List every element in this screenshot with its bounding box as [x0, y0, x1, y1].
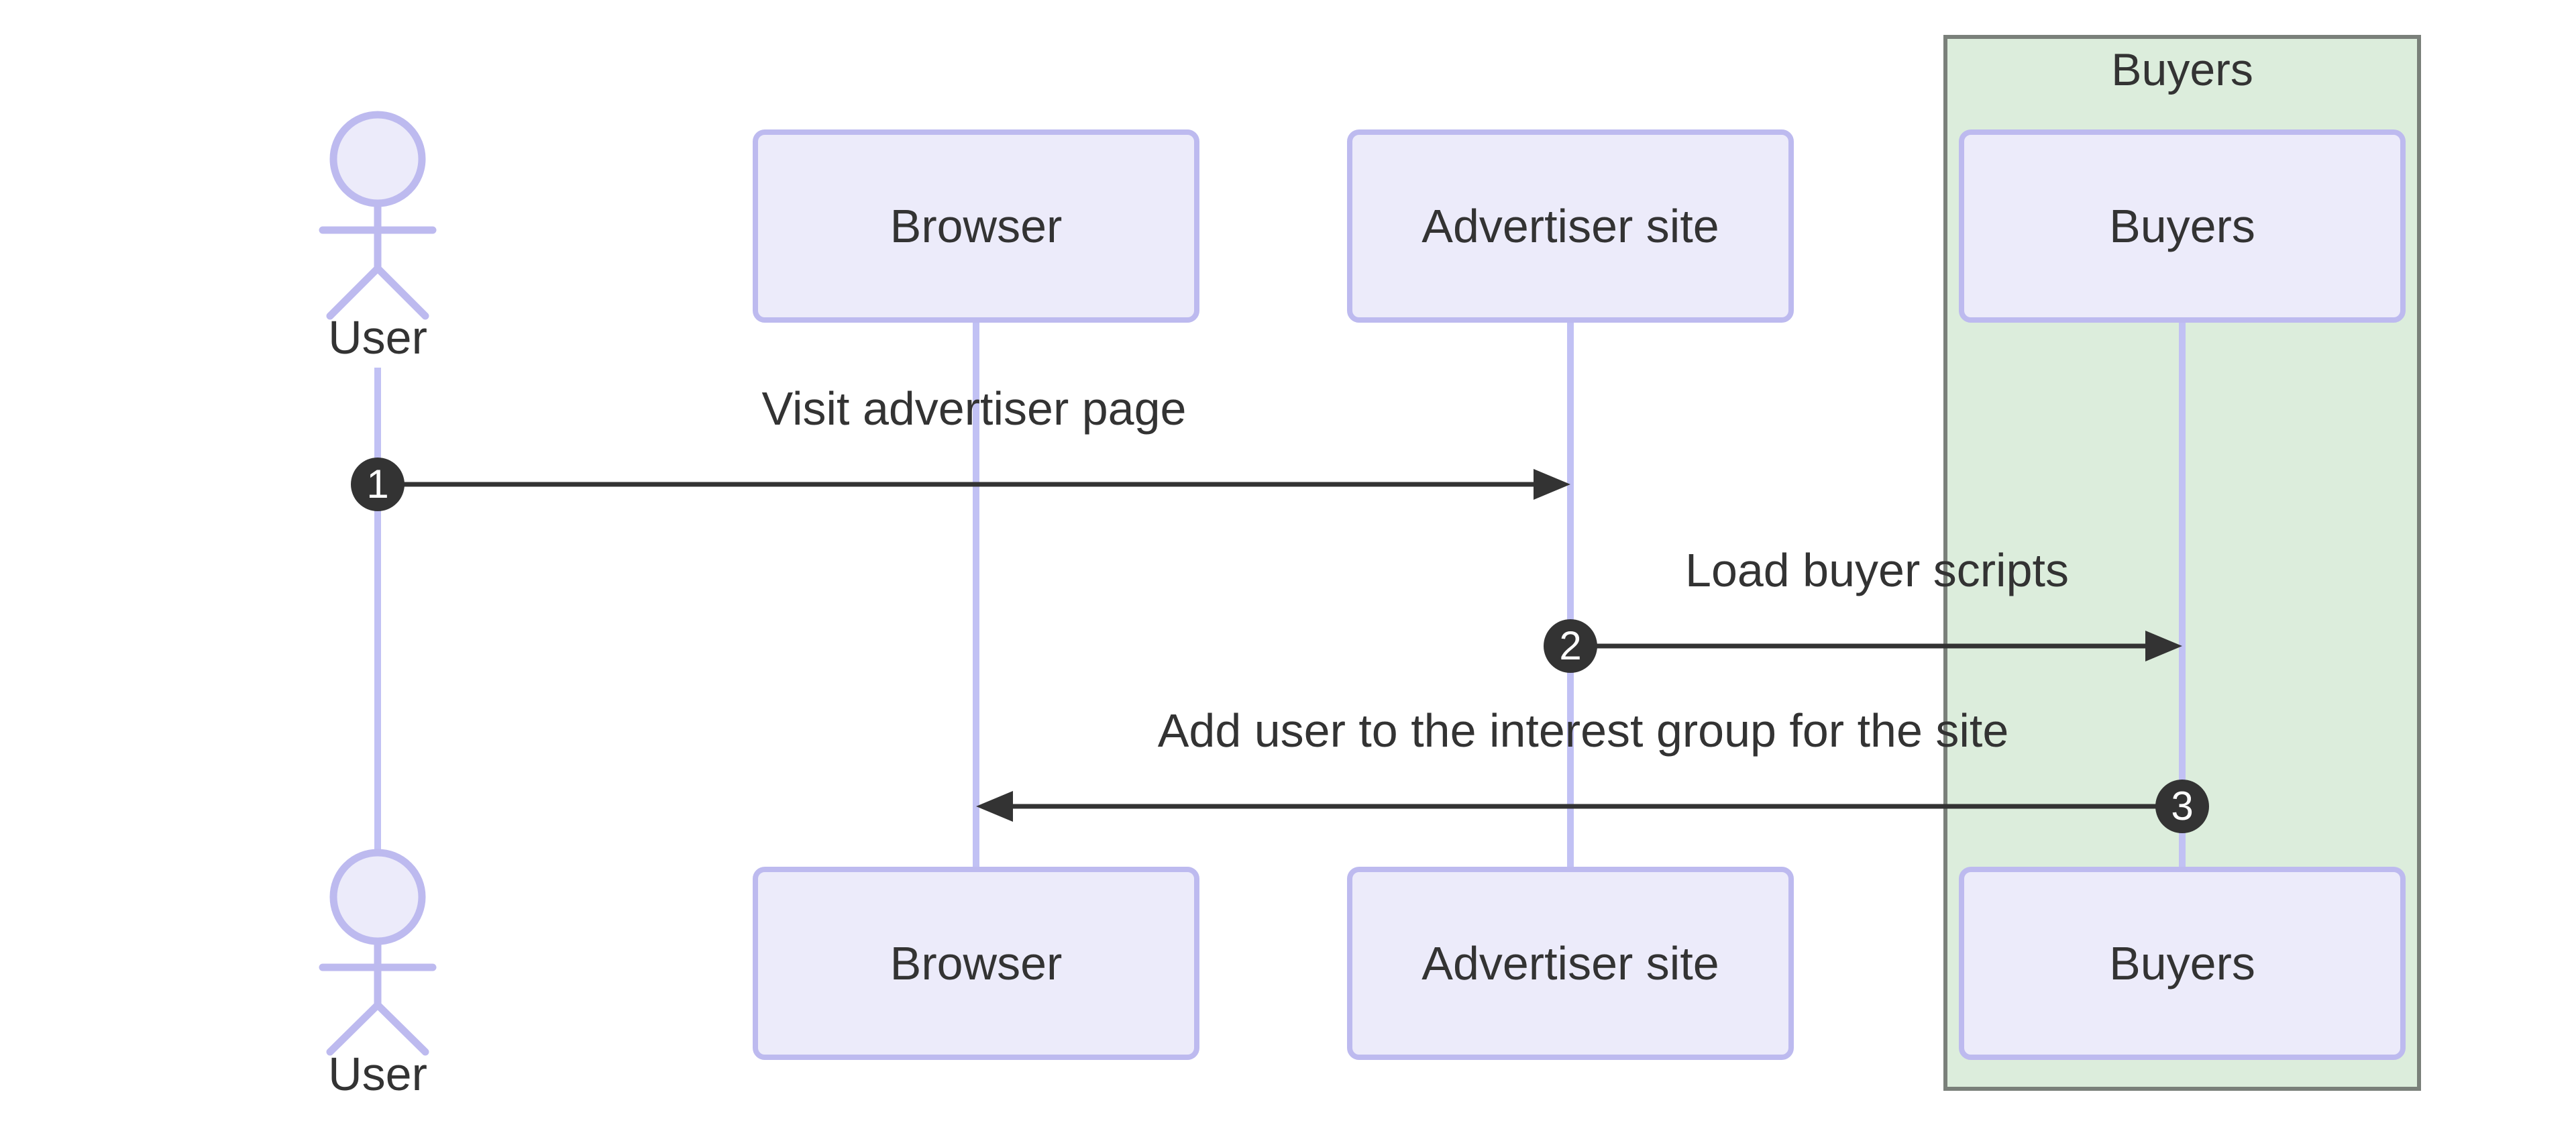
message-number: 3	[2171, 784, 2194, 828]
actor-leg-right	[374, 264, 429, 320]
participant-box-buyers-top: Buyers	[1959, 129, 2406, 323]
participant-label: Advertiser site	[1421, 937, 1719, 990]
participant-label: Buyers	[2109, 937, 2255, 990]
arrow-head-right	[1534, 469, 1570, 500]
participant-box-advertiser-site-bottom: Advertiser site	[1347, 867, 1794, 1060]
participant-box-browser-top: Browser	[753, 129, 1199, 323]
actor-leg-left	[326, 1001, 382, 1056]
message-arrow-1	[378, 469, 1570, 500]
arrow-head-right	[2145, 631, 2182, 661]
message-number-badge-3: 3	[2155, 780, 2209, 833]
participant-box-browser-bottom: Browser	[753, 867, 1199, 1060]
buyers-group-title: Buyers	[2111, 44, 2253, 95]
actor-leg-left	[326, 264, 382, 320]
participant-label: Buyers	[2109, 200, 2255, 252]
arrow-head-left	[976, 791, 1013, 822]
participant-label: Advertiser site	[1421, 200, 1719, 252]
actor-figure-user-top	[319, 111, 437, 320]
participant-label: Browser	[890, 937, 1063, 990]
message-number: 2	[1559, 623, 1582, 668]
actor-label-user-bottom: User	[328, 1048, 427, 1100]
actor-label-user-top: User	[328, 311, 427, 364]
message-label-2: Load buyer scripts	[1685, 544, 2069, 596]
actor-head	[329, 111, 426, 207]
message-label-3: Add user to the interest group for the s…	[1157, 704, 2009, 757]
message-arrow-2	[1570, 631, 2182, 661]
actor-head	[329, 849, 426, 945]
message-number-badge-2: 2	[1544, 619, 1597, 673]
message-arrow-3	[976, 791, 2182, 822]
message-label-1: Visit advertiser page	[761, 382, 1187, 435]
actor-figure-user-bottom	[319, 849, 437, 1056]
message-number-badge-1: 1	[351, 458, 405, 511]
participant-box-advertiser-site-top: Advertiser site	[1347, 129, 1794, 323]
message-number: 1	[366, 462, 389, 506]
participant-box-buyers-bottom: Buyers	[1959, 867, 2406, 1060]
participant-label: Browser	[890, 200, 1063, 252]
actor-leg-right	[374, 1001, 429, 1056]
